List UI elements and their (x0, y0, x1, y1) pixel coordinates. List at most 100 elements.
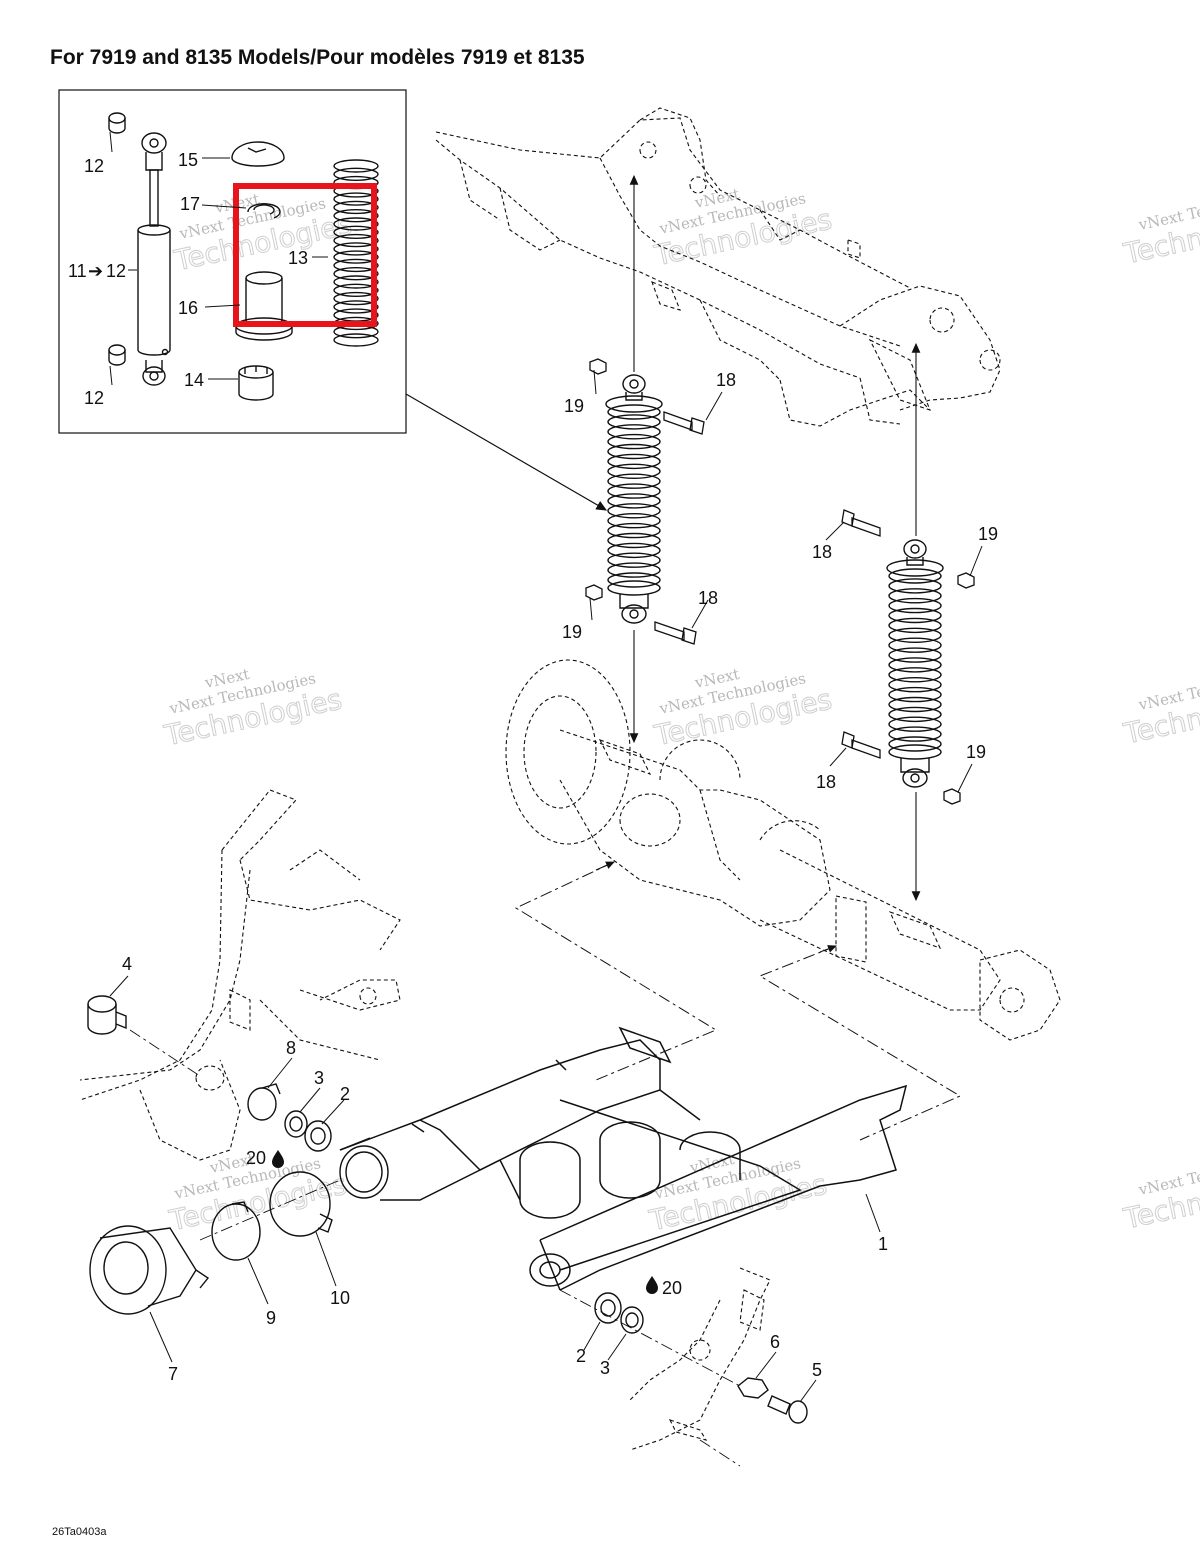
watermark: vNext vNext Technologies Technologies (650, 665, 835, 753)
spring-coil (607, 414, 661, 430)
grease-drop-icon (646, 1276, 658, 1294)
pivot-bushing (87, 995, 127, 1035)
spring-coil (607, 483, 661, 499)
spring-coil (888, 726, 942, 742)
spring-coil (607, 503, 661, 519)
spring-coil (607, 542, 661, 559)
spring-coil (333, 217, 379, 231)
rear-shock-left (605, 374, 663, 624)
pivot-tube (339, 1137, 389, 1199)
spring-retainer (231, 141, 285, 167)
retaining-clip (247, 203, 281, 219)
spring-coil (888, 578, 942, 594)
spring-coil (888, 568, 942, 584)
watermark: vNext vNext Technologies Technologies (160, 665, 345, 753)
main-leader-lines (109, 369, 983, 1403)
spring-coil (333, 267, 379, 281)
spring-coil (333, 225, 379, 240)
watermark: vNext Technologies Technologies (1120, 1150, 1200, 1236)
grease-icons (272, 1150, 658, 1294)
spring-coil (888, 647, 942, 663)
spring-coil (333, 300, 379, 314)
spring-coil (333, 200, 379, 215)
spring-coil (333, 258, 379, 273)
spring-coil (333, 167, 379, 182)
watermark: vNext Technologies Technologies (1120, 665, 1200, 751)
spring-coil (888, 607, 942, 624)
spring-coil (607, 404, 661, 420)
swing-arm-axis-lines (129, 1029, 741, 1467)
watermark: vNext vNext Technologies Technologies (650, 185, 835, 273)
spring-coil (888, 597, 942, 614)
inset-pointer-arrow (405, 393, 608, 511)
vehicle-frame-rear (435, 107, 1001, 427)
spring-coil (333, 275, 379, 289)
callout-17: 17 (180, 194, 200, 214)
callout-5: 5 (812, 1360, 822, 1380)
callout-19: 19 (966, 742, 986, 762)
shock-bolts-and-nuts (585, 358, 975, 805)
spring-coil (607, 463, 661, 479)
callout-3: 3 (600, 1358, 610, 1378)
callout-15: 15 (178, 150, 198, 170)
callout-16: 16 (178, 298, 198, 318)
swing-arm (339, 1026, 908, 1291)
spring-coil (607, 473, 661, 489)
spring-coil (607, 562, 661, 578)
spring-coil (607, 572, 661, 588)
spring-coil (333, 250, 379, 264)
spring-coil (333, 233, 379, 248)
callout-13: 13 (288, 248, 308, 268)
watermark-group: vNext vNext Technologies Technologies vN… (160, 185, 1200, 1238)
bushing-top (108, 112, 126, 134)
spring-coil (333, 291, 379, 306)
callout-19: 19 (564, 396, 584, 416)
spring-coil (888, 617, 942, 634)
spring-coil (607, 493, 661, 509)
spring-coil (607, 532, 661, 549)
callout-20: 20 (246, 1148, 266, 1168)
callout-6: 6 (770, 1332, 780, 1352)
spring-coil (888, 667, 942, 683)
callout-12: 12 (106, 261, 126, 281)
left-frame-section (79, 789, 401, 1161)
spring-coil (607, 443, 661, 460)
spring-coil (888, 677, 942, 693)
callout-7: 7 (168, 1364, 178, 1384)
callout-labels: 12 12 15 17 13 11 ➔ 12 16 14 18 19 18 19… (68, 150, 998, 1384)
spring-coil (607, 513, 661, 529)
highlight-box (233, 183, 377, 327)
callout-10: 10 (330, 1288, 350, 1308)
spring-coil (888, 637, 942, 653)
pivot-bolt-and-nut (737, 1377, 808, 1424)
clamps (211, 1083, 333, 1261)
callout-18: 18 (812, 542, 832, 562)
spring-coil (333, 242, 379, 256)
callout-18: 18 (716, 370, 736, 390)
spring-coil (888, 657, 942, 673)
spring-coil (888, 736, 942, 752)
callout-4: 4 (122, 954, 132, 974)
assembly-guide-lines (514, 861, 962, 1141)
spring-coil (888, 716, 942, 732)
callout-1: 1 (878, 1234, 888, 1254)
callout-11: 11 (68, 261, 87, 281)
rear-shock-right (886, 539, 944, 788)
spring-coil (607, 522, 661, 539)
shock-absorber-body (137, 132, 171, 386)
spring-coil (888, 627, 942, 643)
callout-19: 19 (978, 524, 998, 544)
callout-19: 19 (562, 622, 582, 642)
callout-12: 12 (84, 156, 104, 176)
spring-coil (333, 159, 379, 173)
bearings-and-seals (284, 1110, 644, 1334)
alignment-arrows (629, 174, 921, 902)
spring-coil (888, 588, 942, 604)
callout-2: 2 (340, 1084, 350, 1104)
spring-coil (333, 333, 379, 347)
grease-drop-icon (272, 1150, 284, 1168)
callout-20: 20 (662, 1278, 682, 1298)
spring-coil (607, 433, 661, 450)
inset-leaders (109, 131, 328, 386)
